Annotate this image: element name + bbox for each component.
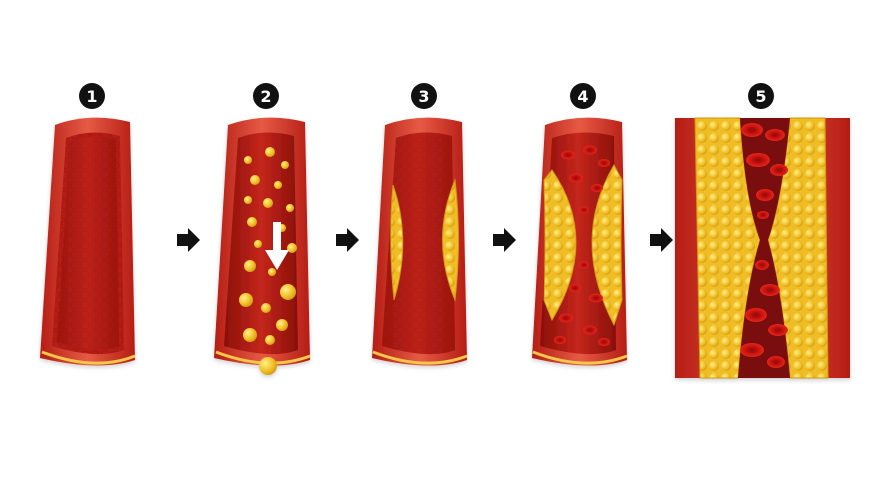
step-number-1: 1: [86, 87, 97, 106]
plaque-left: [543, 169, 577, 322]
step-number-5: 5: [755, 87, 766, 106]
arrow-icon-3-to-4: [493, 228, 516, 252]
arrow-icon-4-to-5: [650, 228, 673, 252]
red-blood-cells: [740, 123, 788, 368]
artery-stage-4: [532, 117, 628, 366]
artery-stage-1: [40, 117, 136, 366]
arrow-icon-2-to-3: [336, 228, 359, 252]
artery-stage-3: [372, 117, 468, 366]
step-number-2: 2: [260, 87, 271, 106]
plaque-left: [390, 184, 404, 301]
arrow-icon-1-to-2: [177, 228, 200, 252]
step-number-4: 4: [577, 87, 588, 106]
step-badge-4: 4: [570, 83, 596, 109]
step-badge-2: 2: [253, 83, 279, 109]
plaque-right: [591, 163, 623, 327]
step-badge-3: 3: [411, 83, 437, 109]
red-blood-cells: [554, 145, 610, 346]
step-number-3: 3: [418, 87, 429, 106]
plaque-right: [442, 178, 459, 302]
artery-stage-2: [214, 117, 311, 375]
step-badge-1: 1: [79, 83, 105, 109]
artery-stage-5: [675, 117, 850, 379]
flow-direction-arrow-icon: [265, 222, 289, 270]
step-badge-5: 5: [748, 83, 774, 109]
